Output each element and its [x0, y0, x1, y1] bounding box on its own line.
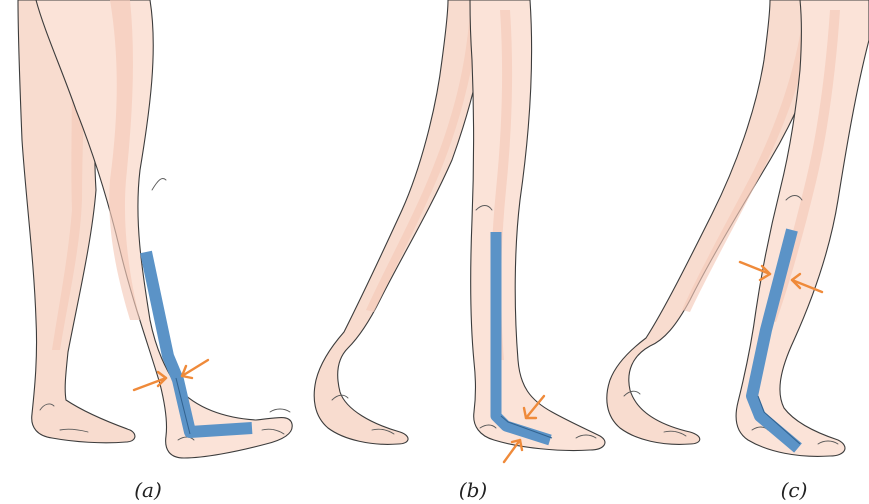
panel-c-caption: (c)	[781, 478, 808, 502]
panel-a-caption: (a)	[134, 478, 162, 502]
panel-b-front-leg	[470, 0, 605, 451]
panel-a	[18, 0, 292, 458]
panel-b-caption: (b)	[459, 478, 487, 502]
panel-c	[607, 0, 869, 456]
panel-b-back-leg	[314, 0, 488, 444]
panel-b	[314, 0, 605, 462]
